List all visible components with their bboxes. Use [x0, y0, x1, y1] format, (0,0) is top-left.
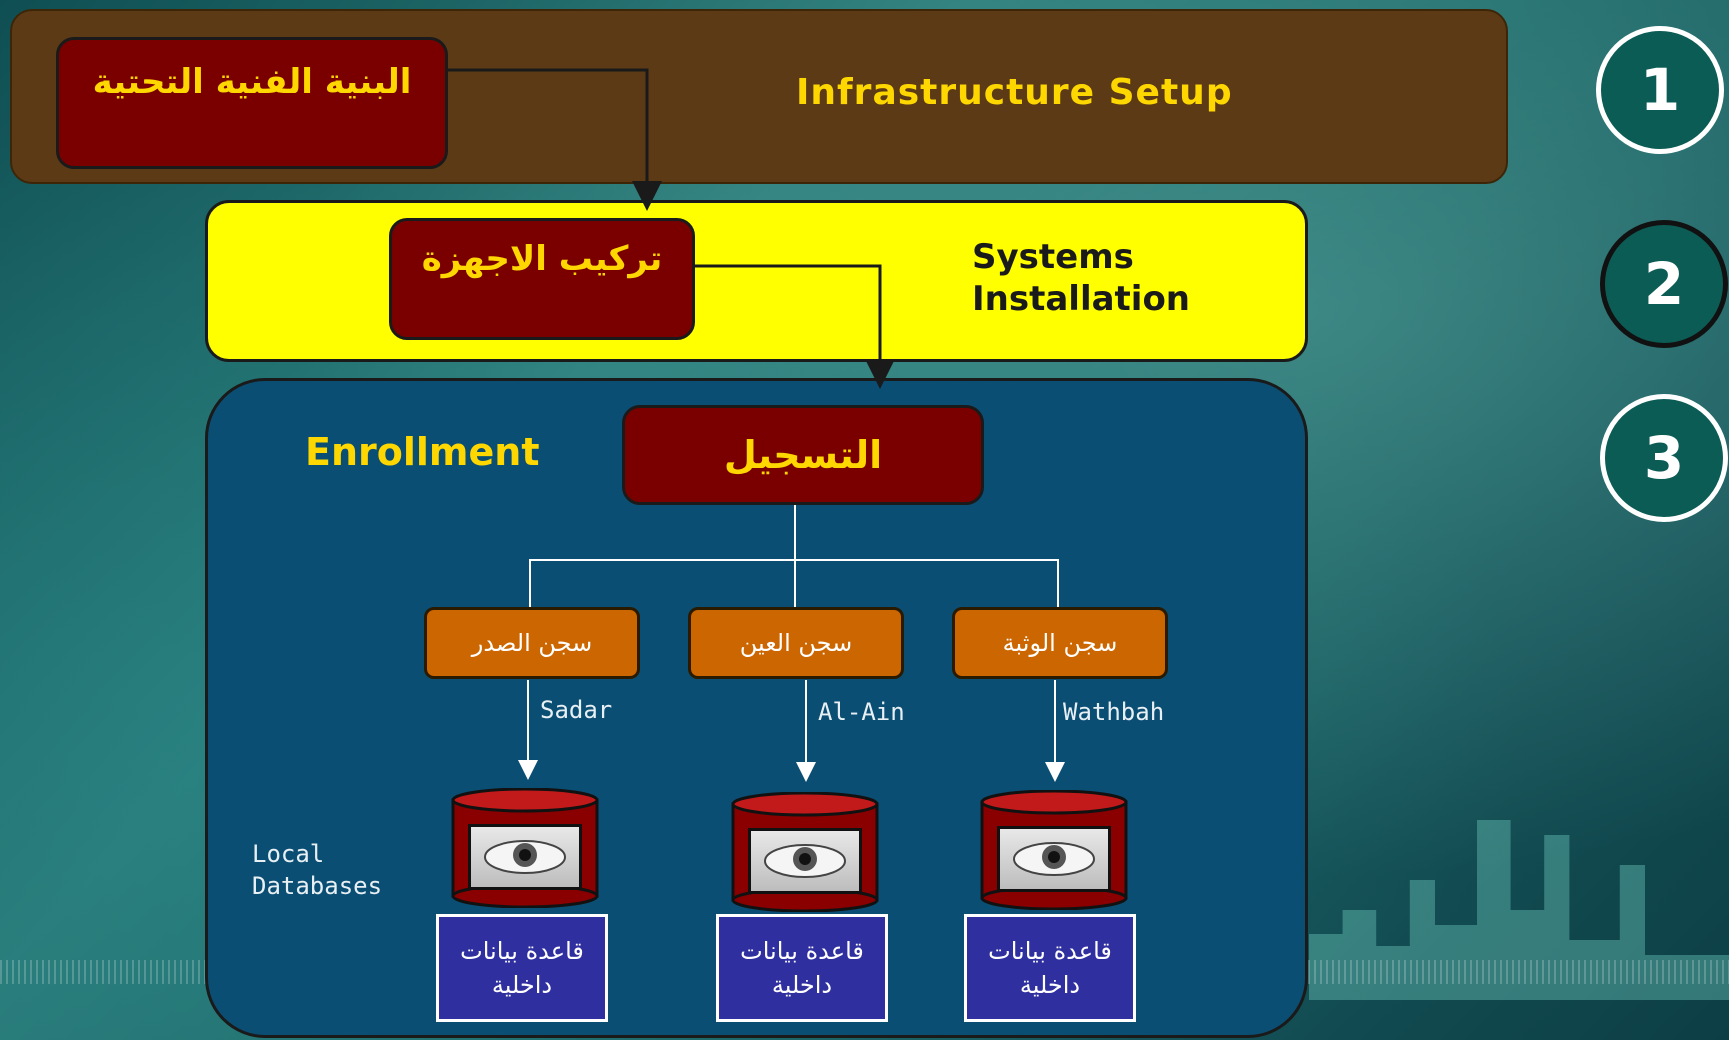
local-database-box-line1: قاعدة بيانات — [740, 937, 864, 965]
systems-installation-title: Systems Installation — [972, 236, 1272, 320]
local-database-box-alain: قاعدة بيانات داخلية — [716, 914, 888, 1022]
systems-installation-panel — [205, 200, 1308, 362]
enrollment-arabic-box: التسجيل — [622, 405, 984, 505]
prison-wathbah-label: سجن الوثبة — [1002, 629, 1118, 657]
prison-alain-box: سجن العين — [688, 607, 904, 679]
local-database-box-wathbah: قاعدة بيانات داخلية — [964, 914, 1136, 1022]
eye-icon — [997, 826, 1111, 892]
local-databases-line2: Databases — [252, 872, 383, 900]
eye-icon — [748, 828, 862, 894]
eye-database-icon — [451, 788, 599, 908]
prison-wathbah-box: سجن الوثبة — [952, 607, 1168, 679]
eye-database-icon — [980, 790, 1128, 910]
local-databases-line1: Local — [252, 840, 325, 868]
local-database-box-line2: داخلية — [491, 971, 553, 999]
systems-title-line1: Systems — [972, 237, 1134, 277]
local-database-box-line1: قاعدة بيانات — [460, 937, 584, 965]
local-database-box-line2: داخلية — [771, 971, 833, 999]
enrollment-title: Enrollment — [305, 430, 540, 474]
systems-arabic-box: تركيب الاجهزة — [389, 218, 695, 340]
eye-database-icon — [731, 792, 879, 912]
branch-label-alain: Al-Ain — [818, 698, 905, 726]
prison-alain-label: سجن العين — [739, 629, 853, 657]
step-3-circle: 3 — [1600, 394, 1728, 522]
eye-icon — [468, 824, 582, 890]
local-database-box-sadar: قاعدة بيانات داخلية — [436, 914, 608, 1022]
local-databases-label: Local Databases — [252, 838, 412, 902]
prison-sadar-box: سجن الصدر — [424, 607, 640, 679]
infrastructure-setup-title: Infrastructure Setup — [796, 72, 1233, 113]
local-database-box-line1: قاعدة بيانات — [988, 937, 1112, 965]
enrollment-arabic-label: التسجيل — [723, 433, 883, 477]
branch-label-wathbah: Wathbah — [1063, 698, 1165, 726]
systems-arabic-label: تركيب الاجهزة — [421, 239, 663, 279]
infrastructure-arabic-box: البنية الفنية التحتية — [56, 37, 448, 169]
step-2-circle: 2 — [1600, 220, 1728, 348]
connector-enroll-branches — [529, 559, 1059, 607]
step-1-circle: 1 — [1596, 26, 1724, 154]
infrastructure-arabic-label: البنية الفنية التحتية — [92, 62, 412, 102]
systems-title-line2: Installation — [972, 279, 1191, 319]
branch-label-sadar: Sadar — [540, 696, 613, 724]
prison-sadar-label: سجن الصدر — [471, 629, 593, 657]
local-database-box-line2: داخلية — [1019, 971, 1081, 999]
connector-systems-to-enroll — [695, 264, 895, 389]
connector-infra-to-systems — [448, 68, 662, 211]
